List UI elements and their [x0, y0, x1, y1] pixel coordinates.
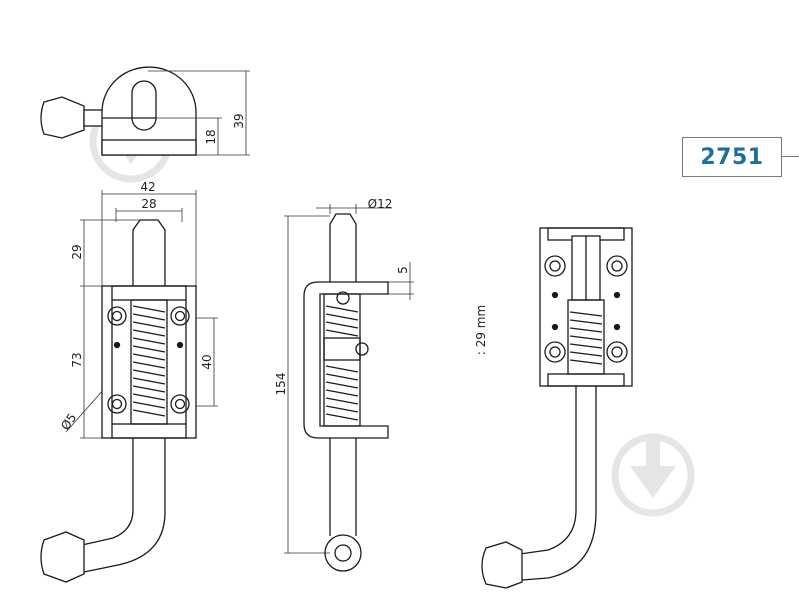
dim-hole-diameter: Ø5 — [58, 411, 79, 433]
dim-body-length: 73 — [70, 352, 84, 367]
watermark-icon — [611, 433, 695, 517]
right-view — [481, 227, 633, 589]
front-view — [40, 219, 197, 583]
code-leader-line — [782, 156, 799, 157]
dim-height-top: 39 — [232, 113, 246, 128]
dim-inner-width: 28 — [141, 197, 156, 211]
dim-pin-height: 18 — [204, 129, 218, 144]
dim-stroke: : 29 mm — [474, 305, 488, 355]
dim-pin-length: 29 — [70, 244, 84, 259]
dim-pin-diameter: Ø12 — [368, 197, 393, 211]
dim-lip: 5 — [396, 266, 410, 274]
product-code-box: 2751 — [682, 137, 782, 177]
dim-hole-spacing: 40 — [200, 354, 214, 369]
dim-total-length: 154 — [274, 373, 288, 396]
dim-body-width: 42 — [140, 180, 155, 194]
product-code: 2751 — [700, 144, 764, 170]
dimension-lines — [148, 70, 250, 156]
dimension-lines — [65, 190, 218, 439]
dimension-lines — [284, 204, 414, 554]
side-view — [303, 213, 389, 572]
top-view — [40, 66, 197, 156]
